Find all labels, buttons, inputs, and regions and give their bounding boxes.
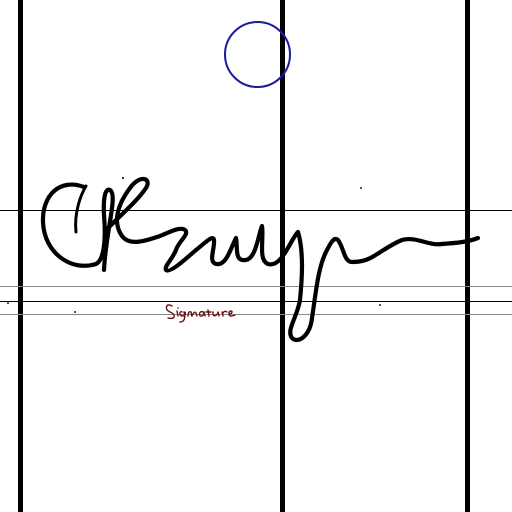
- blue-circle-mark: [224, 21, 291, 88]
- signature-baseline: [0, 301, 512, 302]
- signature-c-stroke: [74, 184, 88, 234]
- horizontal-rule-faint-upper: [0, 286, 512, 287]
- vertical-rule-left: [18, 0, 23, 512]
- speck: [7, 302, 9, 304]
- handwritten-signature: [40, 176, 481, 343]
- speck: [74, 311, 76, 313]
- horizontal-rule-faint-lower: [0, 314, 512, 315]
- speck: [360, 187, 362, 189]
- speck: [379, 304, 381, 306]
- speck: [121, 176, 125, 180]
- signature-caption: [165, 304, 236, 323]
- horizontal-rule-top: [0, 210, 512, 211]
- vertical-rule-right: [465, 0, 470, 512]
